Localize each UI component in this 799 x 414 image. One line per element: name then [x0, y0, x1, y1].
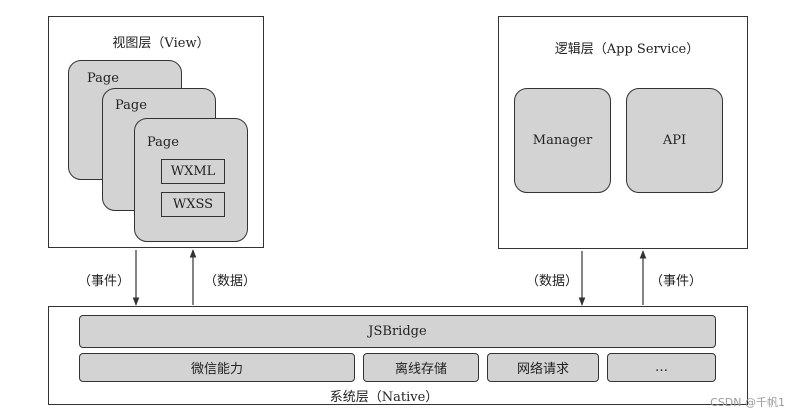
system-layer-title: 系统层（Native）: [329, 390, 439, 405]
logic-layer-title: 逻辑层（App Service）: [554, 42, 700, 57]
capability-offline-storage: 离线存储: [363, 353, 479, 382]
wxss-box: WXSS: [161, 192, 225, 217]
api-label: API: [662, 133, 687, 148]
logic-event-label: （事件）: [650, 274, 703, 289]
jsbridge-bar: JSBridge: [79, 315, 716, 348]
view-data-label: （数据）: [204, 274, 257, 289]
capability-network-request: 网络请求: [487, 353, 599, 382]
manager-module: Manager: [514, 88, 611, 193]
view-event-label: （事件）: [78, 274, 131, 289]
api-module: API: [626, 88, 723, 193]
capability-wechat: 微信能力: [79, 353, 355, 382]
page-label-front: Page: [147, 135, 179, 150]
page-label-middle: Page: [115, 98, 147, 113]
wxml-box: WXML: [161, 159, 225, 184]
view-layer-title: 视图层（View）: [112, 36, 210, 51]
manager-label: Manager: [532, 133, 593, 148]
page-label-back: Page: [87, 71, 119, 86]
watermark: CSDN @千帆1: [710, 396, 785, 409]
capability-more: …: [607, 353, 716, 382]
logic-data-label: （数据）: [526, 274, 579, 289]
